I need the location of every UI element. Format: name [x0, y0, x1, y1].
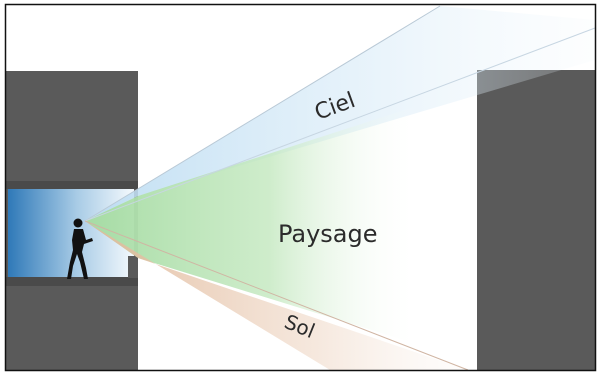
window-parapet	[128, 256, 138, 278]
diagram-frame	[4, 3, 597, 372]
room-floor	[6, 277, 138, 286]
sight-line-ground	[84, 220, 469, 371]
right-building	[477, 70, 595, 370]
landscape-view-zone	[85, 105, 420, 345]
sky-view-zone	[85, 6, 595, 221]
sight-line-sky	[84, 27, 596, 222]
sight-line-top	[84, 5, 441, 222]
room-ceiling	[6, 181, 138, 189]
landscape-label: Paysage	[278, 220, 378, 248]
person-figure	[67, 218, 93, 279]
